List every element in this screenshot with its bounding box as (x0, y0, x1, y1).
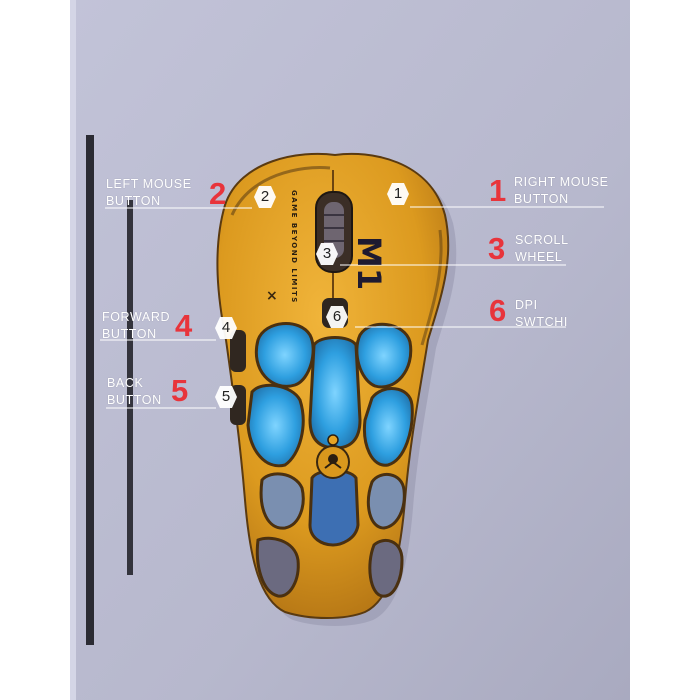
hexagon-icon (215, 317, 237, 339)
label-line: BUTTON (514, 192, 569, 206)
number-back-button: 5 (171, 373, 189, 408)
svg-text:×: × (266, 288, 278, 304)
marker-scroll-wheel: 3 (315, 242, 339, 266)
hexagon-icon (215, 386, 237, 408)
label-dpi-switch: DPI SWTCHI (515, 297, 568, 331)
rod-right (127, 200, 133, 575)
marker-number: 2 (260, 188, 270, 205)
label-back-button: BACK BUTTON (107, 375, 162, 409)
marker-number: 6 (332, 308, 342, 325)
label-line: WHEEL (515, 250, 563, 264)
label-right-mouse-button: RIGHT MOUSE BUTTON (514, 174, 609, 208)
marker-forward-button: 4 (214, 316, 238, 340)
marker-dpi-switch: 6 (325, 305, 349, 329)
hexagon-icon (326, 306, 348, 328)
number-dpi-switch: 6 (489, 293, 507, 328)
number-left-mouse-button: 2 (209, 176, 227, 211)
rod-left (86, 135, 94, 645)
mouse-slogan-print: GAME BEYOND LIMITS (290, 190, 298, 304)
marker-number: 3 (322, 245, 332, 262)
label-line: SCROLL (515, 233, 569, 247)
label-line: BUTTON (106, 194, 161, 208)
callout-lines (100, 206, 604, 409)
label-line: LEFT MOUSE (106, 177, 192, 191)
mouse-body: × (216, 152, 450, 619)
label-line: DPI (515, 298, 538, 312)
marker-number: 1 (393, 185, 403, 202)
marker-number: 5 (221, 388, 231, 405)
mouse-model-print: M1 (350, 236, 388, 291)
hexagon-icon (316, 243, 338, 265)
label-line: RIGHT MOUSE (514, 175, 609, 189)
label-left-mouse-button: LEFT MOUSE BUTTON (106, 176, 192, 210)
label-line: FORWARD (102, 310, 171, 324)
number-scroll-wheel: 3 (488, 231, 506, 266)
label-line: BUTTON (107, 393, 162, 407)
number-forward-button: 4 (175, 308, 193, 343)
label-line: BACK (107, 376, 144, 390)
label-line: BUTTON (102, 327, 157, 341)
label-forward-button: FORWARD BUTTON (102, 309, 170, 343)
marker-number: 4 (221, 319, 231, 336)
label-line: SWTCHI (515, 315, 568, 329)
marker-left-mouse-button: 2 (253, 185, 277, 209)
label-scroll-wheel: SCROLL WHEEL (515, 232, 569, 266)
hexagon-icon (387, 183, 409, 205)
marker-right-mouse-button: 1 (386, 182, 410, 206)
number-right-mouse-button: 1 (489, 173, 507, 208)
marker-back-button: 5 (214, 385, 238, 409)
hexagon-icon (254, 186, 276, 208)
